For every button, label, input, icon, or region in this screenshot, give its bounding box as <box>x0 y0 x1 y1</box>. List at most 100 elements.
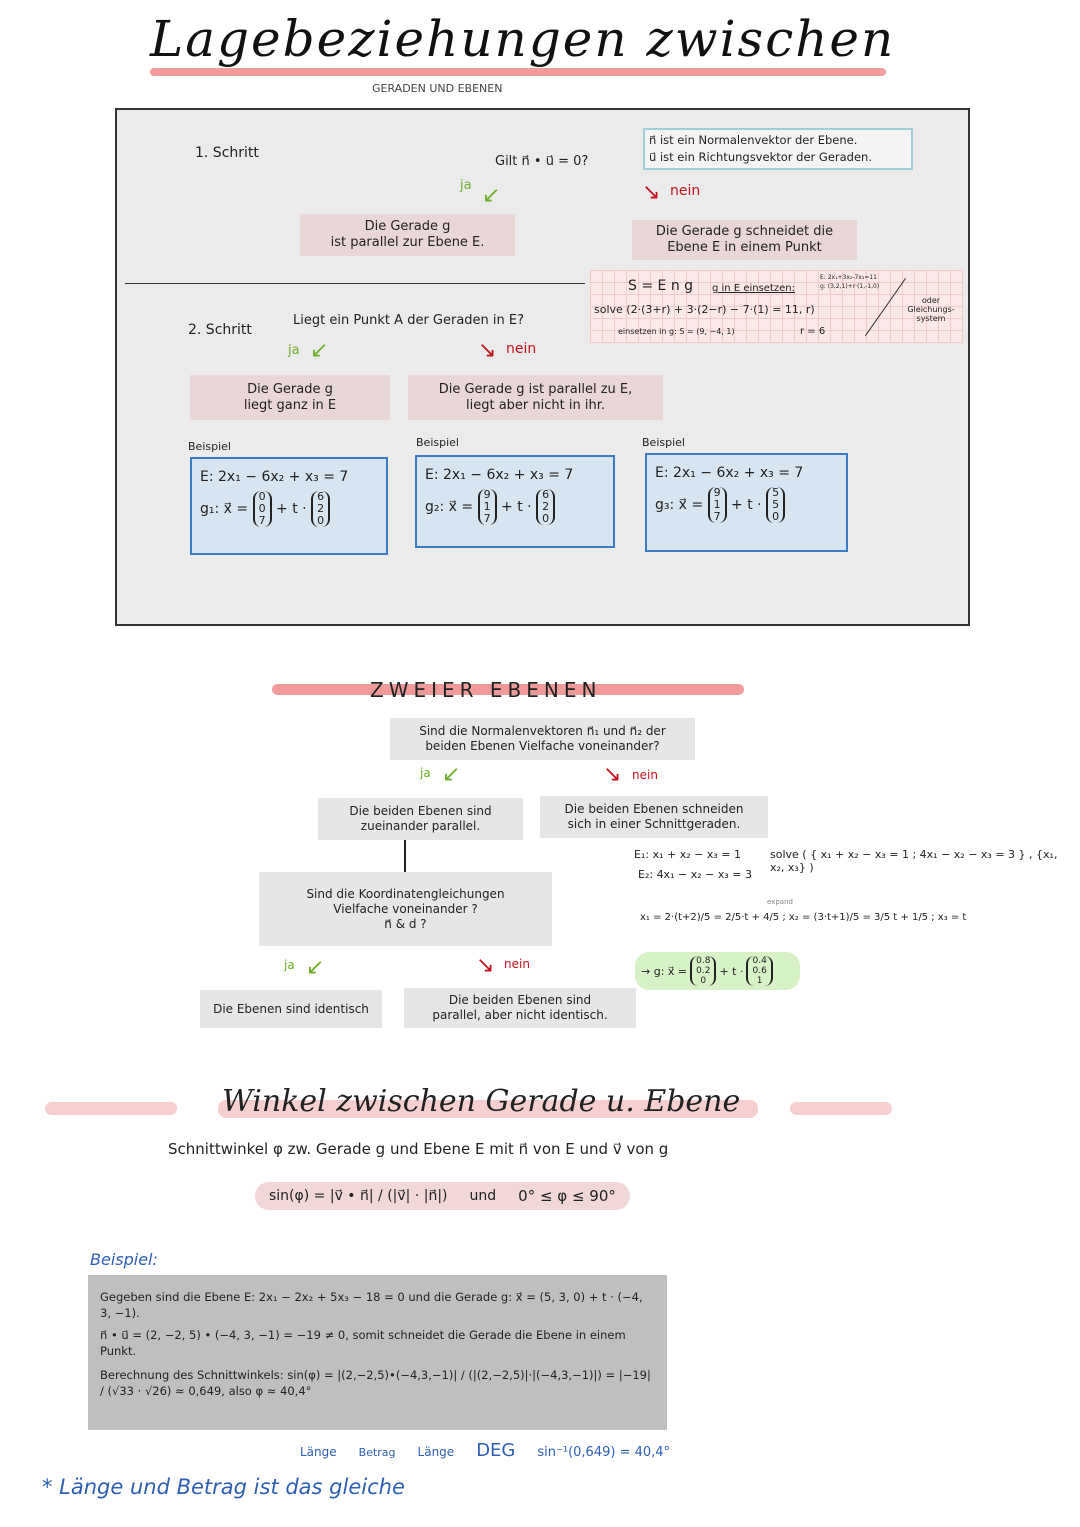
calc-mini-1: E: 2x₁+3x₂-7x₃=11 <box>820 274 877 281</box>
c: 0 <box>317 514 325 527</box>
nein-label-4: nein <box>504 957 530 971</box>
c: 7 <box>483 512 491 525</box>
text: Die Gerade g schneidet die <box>655 224 834 240</box>
c: 0.2 <box>696 966 711 976</box>
c: 6 <box>542 488 550 501</box>
step1-label: 1. Schritt <box>195 145 259 161</box>
text: zueinander parallel. <box>360 819 481 833</box>
section2-bar <box>272 684 744 695</box>
arrow-ja-1: ↙ <box>482 183 501 208</box>
text: Die Gerade g <box>364 219 451 235</box>
c: 0.4 <box>752 956 767 966</box>
textbook-example: Gegeben sind die Ebene E: 2x₁ − 2x₂ + 5x… <box>88 1275 667 1430</box>
text: liegt ganz in E <box>243 397 337 413</box>
section3-title-highlight <box>218 1100 758 1118</box>
example-label-1: Beispiel <box>188 440 231 453</box>
example-line-name: g₃: x⃗ = <box>655 497 704 513</box>
c: 0 <box>258 502 266 515</box>
text: n⃗ & d ? <box>384 916 427 931</box>
result-echt-parallel: Die Gerade g ist parallel zu E,liegt abe… <box>408 375 663 420</box>
arrow-ja-2: ↙ <box>310 338 329 363</box>
c: 9 <box>713 486 721 499</box>
c: 1 <box>483 500 491 513</box>
c: 0.8 <box>696 956 711 966</box>
calc-s: S = E n g <box>628 278 694 294</box>
c: 7 <box>258 514 266 527</box>
ja-label-1: ja <box>460 178 472 193</box>
text: sich in einer Schnittgeraden. <box>567 817 741 831</box>
c: 0 <box>542 512 550 525</box>
footnote: * Länge und Betrag ist das gleiche <box>42 1475 405 1499</box>
nein-label-2: nein <box>506 341 537 357</box>
c: 7 <box>713 510 721 523</box>
plane-e1: E₁: x₁ + x₂ − x₃ = 1 <box>634 848 741 861</box>
solve-system: solve ( { x₁ + x₂ − x₃ = 1 ; 4x₁ − x₂ − … <box>770 848 1058 874</box>
connector-line <box>404 840 406 872</box>
example-plane: E: 2x₁ − 6x₂ + x₃ = 7 <box>425 467 574 483</box>
text: ist parallel zur Ebene E. <box>330 235 485 250</box>
example-plane: E: 2x₁ − 6x₂ + x₃ = 7 <box>200 469 349 485</box>
annot-laenge-2: Länge <box>417 1445 455 1459</box>
arrow-nein-3: ↘ <box>603 762 622 787</box>
text: Die Gerade g ist parallel zu E, <box>438 381 633 397</box>
calc-einsetzen: einsetzen in g: S = (9, −4, 1) <box>618 327 735 336</box>
angle-description: Schnittwinkel φ zw. Gerade g und Ebene E… <box>168 1140 669 1158</box>
c: 1 <box>713 498 721 511</box>
text: Die beiden Ebenen schneiden <box>564 802 744 816</box>
c: 0 <box>700 976 707 986</box>
annot-arcsin: sin⁻¹(0,649) = 40,4° <box>537 1445 671 1460</box>
example-label-2: Beispiel <box>416 436 459 449</box>
example-plane: E: 2x₁ − 6x₂ + x₃ = 7 <box>655 465 804 481</box>
section3-bar-left <box>45 1102 177 1115</box>
ja-label-4: ja <box>284 958 295 972</box>
c: 1 <box>756 976 763 986</box>
question-orthogonal: Gilt n⃗ • u⃗ = 0? <box>495 154 589 169</box>
title-strike <box>150 68 886 76</box>
vector-note: n⃗ ist ein Normalenvektor der Ebene. u⃗ … <box>643 128 913 170</box>
example-label-3: Beispiel <box>642 436 685 449</box>
arrow-nein-4: ↘ <box>476 953 495 978</box>
x-solution: x₁ = 2·(t+2)/5 = 2/5·t + 4/5 ; x₂ = (3·t… <box>640 912 967 923</box>
note-line-1: n⃗ ist ein Normalenvektor der Ebene. <box>649 133 858 147</box>
c: 5 <box>772 486 780 499</box>
text: Sind die Koordinatengleichungen <box>306 886 505 901</box>
c: 5 <box>772 498 780 511</box>
g-label: → g: x⃗ = <box>641 964 688 978</box>
ja-label-3: ja <box>420 766 431 780</box>
text: Die beiden Ebenen sind <box>349 804 492 818</box>
arrow-nein-1: ↘ <box>642 180 661 205</box>
formula-pill: sin(φ) = |v⃗ • n⃗| / (|v⃗| · |n⃗|) und 0… <box>255 1182 630 1210</box>
nein-label-3: nein <box>632 768 658 782</box>
plane-e2: E₂: 4x₁ − x₂ − x₃ = 3 <box>638 868 752 881</box>
question-point: Liegt ein Punkt A der Geraden in E? <box>293 313 525 328</box>
arrow-ja-4: ↙ <box>306 955 325 980</box>
book-line-2: n⃗ • u⃗ = (2, −2, 5) • (−4, 3, −1) = −19… <box>100 1328 626 1359</box>
section2-title: ZWEIER EBENEN <box>370 678 602 702</box>
divider <box>125 283 585 284</box>
step2-label: 2. Schritt <box>188 322 252 338</box>
angle-range: 0° ≤ φ ≤ 90° <box>518 1187 616 1205</box>
text: Vielfache voneinander ? <box>333 901 478 916</box>
annotations-row: Länge Betrag Länge DEG sin⁻¹(0,649) = 40… <box>300 1440 670 1461</box>
text: Die Gerade g <box>247 381 333 397</box>
und-label: und <box>469 1188 497 1204</box>
nein-label-1: nein <box>670 183 701 199</box>
text: beiden Ebenen Vielfache voneinander? <box>425 739 660 753</box>
text: parallel, aber nicht identisch. <box>432 1008 608 1022</box>
text: Sind die Normalenvektoren n⃗₁ und n⃗₂ de… <box>419 724 666 738</box>
text: Die beiden Ebenen sind <box>448 993 592 1007</box>
section3-bar-right <box>790 1102 892 1115</box>
calc-r: r = 6 <box>800 326 826 337</box>
c: 2 <box>542 500 550 513</box>
